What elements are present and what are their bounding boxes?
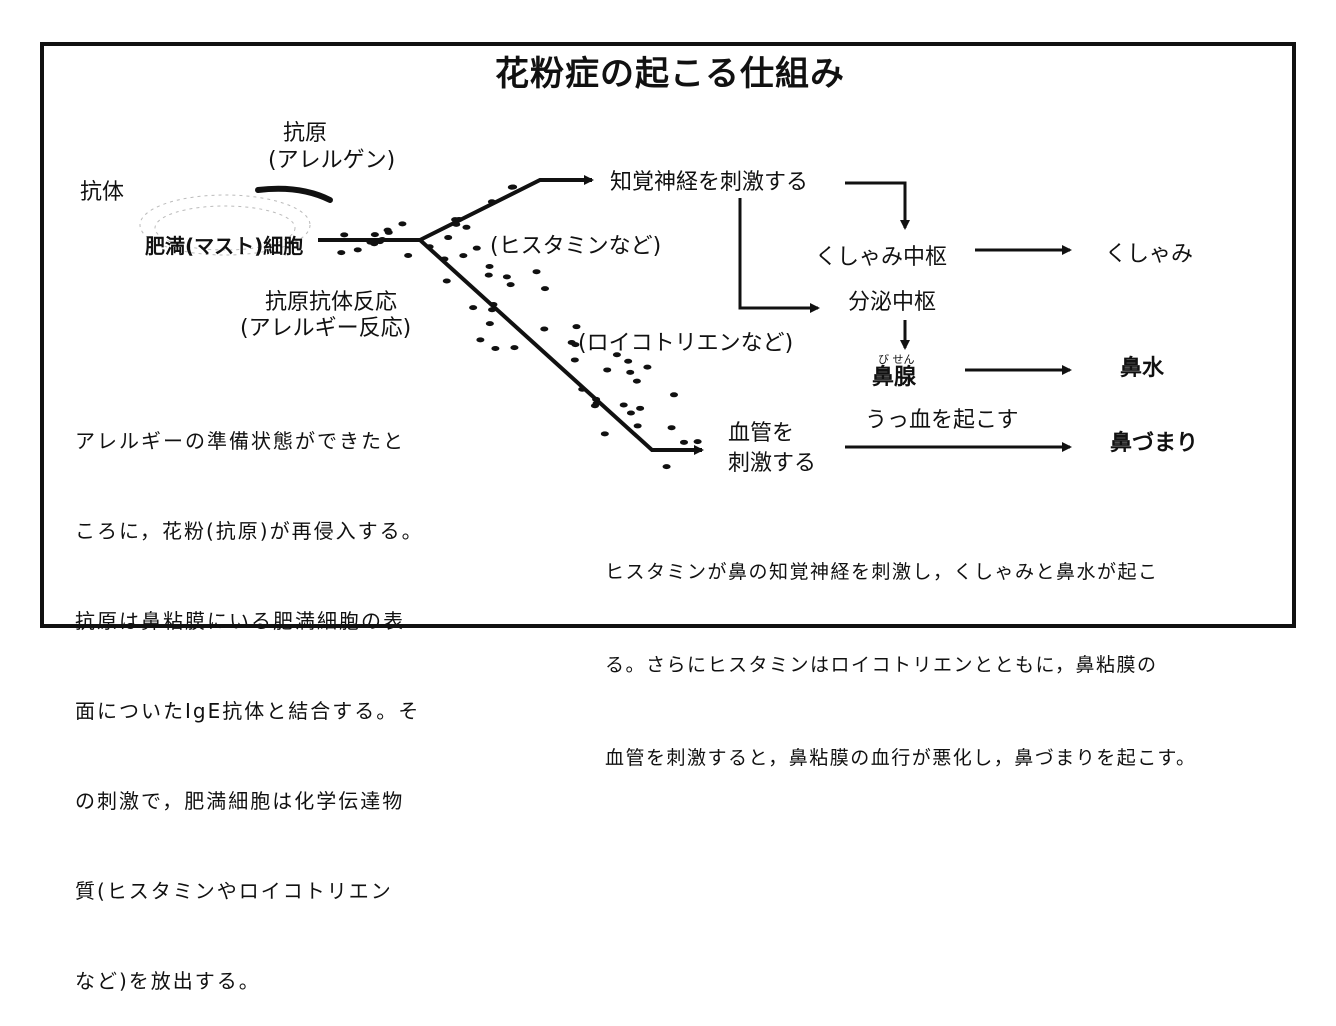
stuffy-nose-label: 鼻づまり — [1110, 431, 1199, 456]
mediator-dot — [636, 405, 645, 411]
mediator-dot — [669, 392, 678, 398]
mediator-dot — [442, 278, 451, 284]
left-explanation-line: ころに，花粉(抗原)が再侵入する。 — [75, 519, 424, 543]
left-explanation: アレルギーの準備状態ができたと ころに，花粉(抗原)が再侵入する。 抗原は鼻粘膜… — [75, 366, 424, 1026]
mediator-dot — [476, 337, 485, 343]
mediator-dot — [370, 232, 379, 238]
congestion-cause-label: うっ血を起こす — [865, 408, 1019, 433]
allergen-label: (アレルゲン) — [268, 148, 396, 173]
mediator-dot — [570, 357, 579, 363]
mediator-dot — [502, 274, 511, 280]
mediator-dot — [340, 232, 349, 238]
mediator-dot — [484, 272, 493, 278]
allergic-reaction-label: (アレルギー反応) — [240, 316, 412, 341]
mediator-dot — [366, 239, 375, 245]
left-explanation-line: アレルギーの準備状態ができたと — [75, 429, 405, 453]
left-explanation-line: 質(ヒスタミンやロイコトリエン — [75, 879, 393, 903]
right-explanation-line: 血管を刺激すると，鼻粘膜の血行が悪化し，鼻づまりを起こす。 — [605, 747, 1197, 769]
secretion-center-label: 分泌中枢 — [848, 290, 937, 315]
mediator-dot — [624, 358, 633, 364]
sneeze-center-label: くしゃみ中枢 — [815, 245, 948, 270]
mediator-dot — [626, 410, 635, 416]
mediator-dot — [693, 439, 702, 445]
antigen-shape — [255, 185, 333, 203]
mediator-dot — [472, 245, 481, 251]
mediator-dot — [485, 321, 494, 327]
mediator-dot — [612, 352, 621, 358]
left-explanation-line: 面についたIgE抗体と結合する。そ — [75, 699, 421, 723]
histamine-label: (ヒスタミンなど) — [490, 234, 662, 259]
mediator-dot — [491, 345, 500, 351]
mediator-dot — [440, 256, 449, 262]
mediator-dot — [632, 378, 641, 384]
reaction-label: 抗原抗体反応 — [265, 290, 398, 315]
mediator-dot — [462, 224, 471, 230]
mediator-dot — [509, 184, 518, 190]
leukotriene-label: (ロイコトリエンなど) — [578, 331, 794, 356]
mediator-dot — [643, 364, 652, 370]
antigen-label: 抗原 — [283, 121, 328, 146]
mediator-dot — [444, 235, 453, 241]
mediator-dot — [571, 342, 580, 348]
mediator-dot — [626, 369, 635, 375]
mediator-dot — [600, 431, 609, 437]
nasal-gland-ruby: び せん — [878, 353, 915, 366]
mediator-dot — [506, 282, 515, 288]
mediator-dot — [425, 244, 434, 250]
sneeze-label: くしゃみ — [1105, 242, 1194, 267]
mediator-dot — [485, 264, 494, 270]
blood-vessel-stimulate-label: 刺激する — [728, 451, 817, 476]
mediator-dot — [459, 253, 468, 259]
right-explanation-line: ヒスタミンが鼻の知覚神経を刺激し，くしゃみと鼻水が起こ — [605, 561, 1159, 583]
mediator-dot — [662, 464, 671, 470]
diagram-lines — [139, 175, 1072, 470]
mediator-dot — [619, 402, 628, 408]
mediator-dot — [488, 307, 497, 313]
mediator-dot — [398, 221, 407, 227]
mediator-dot — [489, 301, 498, 307]
mediator-dot — [452, 221, 461, 227]
left-explanation-line: の刺激で，肥満細胞は化学伝達物 — [75, 789, 405, 813]
mediator-dot — [404, 252, 413, 258]
nerve-to-sneeze-center-arrow — [845, 181, 910, 230]
mediator-dot — [375, 239, 384, 245]
diagram-border — [40, 42, 1296, 628]
mediator-dot — [469, 305, 478, 311]
mediator-dot — [578, 386, 587, 392]
page-title: 花粉症の起こる仕組み — [495, 54, 845, 94]
mast-cell-label: 肥満(マスト)細胞 — [145, 234, 304, 258]
mediator-dot — [487, 199, 496, 205]
nasal-gland-label: 鼻腺 — [872, 365, 917, 390]
mediator-dot — [337, 250, 346, 256]
mediator-dot — [667, 425, 676, 431]
mediator-dot — [540, 326, 549, 332]
mast-cell-blob — [139, 194, 311, 256]
mediator-dot — [679, 439, 688, 445]
antibody-label: 抗体 — [80, 180, 125, 205]
mediator-dot — [455, 217, 464, 223]
left-explanation-line: 抗原は鼻粘膜にいる肥満細胞の表 — [75, 609, 405, 633]
mediator-dot — [603, 367, 612, 373]
leukotriene-branch-arrow — [418, 238, 704, 455]
mediator-dot — [540, 286, 549, 292]
sensory-nerve-label: 知覚神経を刺激する — [610, 170, 809, 195]
right-explanation-line: る。さらにヒスタミンはロイコトリエンとともに，鼻粘膜の — [605, 654, 1158, 676]
histamine-branch-arrow — [419, 175, 594, 242]
runny-nose-label: 鼻水 — [1120, 356, 1165, 381]
mediator-dot — [532, 269, 541, 275]
right-explanation: ヒスタミンが鼻の知覚神経を刺激し，くしゃみと鼻水が起こ る。さらにヒスタミンはロ… — [605, 495, 1196, 805]
mediator-dots — [337, 184, 702, 470]
mediator-dot — [384, 229, 393, 235]
mediator-dot — [353, 247, 362, 253]
mediator-dot — [590, 403, 599, 409]
mediator-dot — [572, 324, 581, 330]
mediator-dot — [592, 396, 601, 402]
left-explanation-line: など)を放出する。 — [75, 969, 261, 993]
mediator-dot — [633, 423, 642, 429]
mediator-dot — [510, 345, 519, 351]
nerve-to-secretion-center-arrow — [738, 198, 820, 313]
blood-vessel-label: 血管を — [728, 421, 795, 446]
